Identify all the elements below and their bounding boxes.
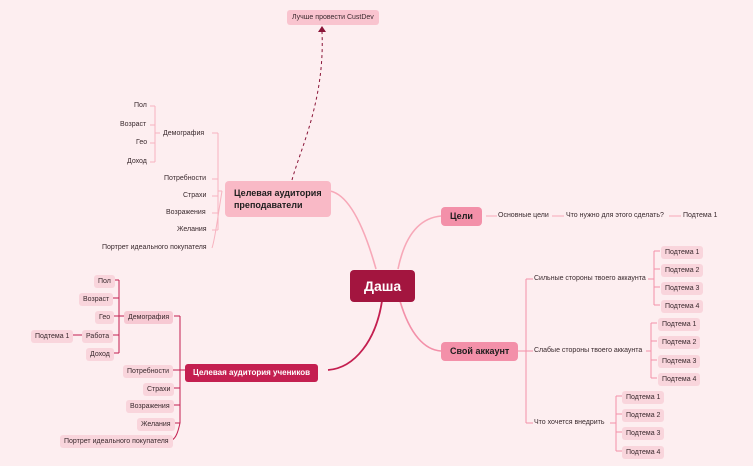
account-strong[interactable]: Сильные стороны твоего аккаунта — [534, 275, 646, 282]
branch-account[interactable]: Свой аккаунт — [441, 342, 519, 361]
teachers-portrait[interactable]: Портрет идеального покупателя — [102, 244, 207, 251]
students-demography[interactable]: Демография — [124, 311, 174, 324]
want-subtopic-2[interactable]: Подтема 2 — [622, 409, 665, 422]
note-arrowhead — [318, 26, 326, 32]
teachers-demo-age[interactable]: Возраст — [120, 121, 147, 128]
teachers-demo-sex[interactable]: Пол — [134, 102, 147, 109]
students-demo-income[interactable]: Доход — [86, 348, 114, 361]
teachers-demography[interactable]: Демография — [163, 130, 205, 137]
strong-subtopic-2[interactable]: Подтема 2 — [661, 264, 704, 277]
connector-root-students — [327, 300, 383, 371]
connector-root-account — [399, 300, 442, 352]
account-weak[interactable]: Слабые стороны твоего аккаунта — [534, 347, 643, 354]
branch-students[interactable]: Целевая аудитория учеников — [185, 364, 319, 382]
want-subtopic-4[interactable]: Подтема 4 — [622, 446, 665, 459]
weak-subtopic-3[interactable]: Подтема 3 — [658, 355, 701, 368]
strong-subtopic-3[interactable]: Подтема 3 — [661, 282, 704, 295]
weak-subtopic-1[interactable]: Подтема 1 — [658, 318, 701, 331]
connector-note — [291, 31, 323, 181]
students-portrait[interactable]: Портрет идеального покупателя — [60, 435, 173, 448]
weak-subtopic-2[interactable]: Подтема 2 — [658, 336, 701, 349]
root-node[interactable]: Даша — [350, 270, 416, 302]
strong-subtopic-1[interactable]: Подтема 1 — [661, 246, 704, 259]
note-custdev[interactable]: Лучше провести CustDev — [287, 10, 379, 25]
students-demo-age[interactable]: Возраст — [79, 293, 114, 306]
students-fears[interactable]: Страхи — [143, 383, 175, 396]
connector-root-goals — [397, 215, 442, 270]
branch-teachers[interactable]: Целевая аудитория преподаватели — [225, 181, 331, 218]
branch-teachers-line2: преподаватели — [234, 200, 303, 211]
students-demo-sex[interactable]: Пол — [94, 275, 115, 288]
strong-subtopic-4[interactable]: Подтема 4 — [661, 300, 704, 313]
teachers-objections[interactable]: Возражения — [166, 209, 206, 216]
teachers-fears[interactable]: Страхи — [183, 192, 207, 199]
teachers-demo-geo[interactable]: Гео — [136, 139, 148, 146]
students-demo-work[interactable]: Работа — [82, 330, 114, 343]
students-demo-geo[interactable]: Гео — [95, 311, 115, 324]
students-work-subtopic[interactable]: Подтема 1 — [31, 330, 74, 343]
goals-what-to-do[interactable]: Что нужно для этого сделать? — [566, 212, 664, 219]
students-desires[interactable]: Желания — [137, 418, 175, 431]
branch-goals[interactable]: Цели — [441, 207, 482, 226]
connector-root-teachers — [329, 190, 377, 270]
weak-subtopic-4[interactable]: Подтема 4 — [658, 373, 701, 386]
teachers-desires[interactable]: Желания — [177, 226, 207, 233]
branch-teachers-line1: Целевая аудитория — [234, 188, 322, 198]
students-needs[interactable]: Потребности — [123, 365, 174, 378]
students-objections[interactable]: Возражения — [126, 400, 174, 413]
account-want[interactable]: Что хочется внедрить — [534, 419, 605, 426]
want-subtopic-1[interactable]: Подтема 1 — [622, 391, 665, 404]
teachers-needs[interactable]: Потребности — [164, 175, 207, 182]
teachers-demo-income[interactable]: Доход — [127, 158, 147, 165]
want-subtopic-3[interactable]: Подтема 3 — [622, 427, 665, 440]
goals-subtopic[interactable]: Подтема 1 — [683, 212, 718, 219]
goals-main[interactable]: Основные цели — [498, 212, 549, 219]
